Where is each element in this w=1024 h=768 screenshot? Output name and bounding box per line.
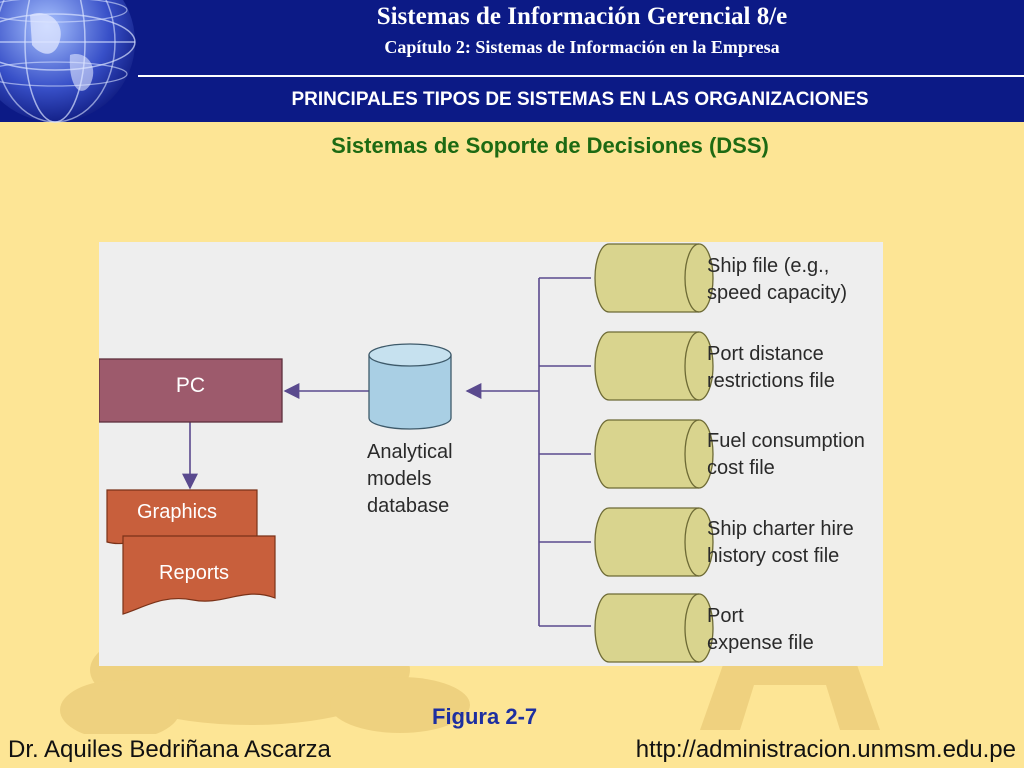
file-cylinder-3 <box>594 419 714 489</box>
database-label: Analytical models database <box>367 441 453 517</box>
footer-bar <box>0 734 1024 768</box>
ship-charter-file-label: Ship charter hire history cost file <box>707 518 854 567</box>
file-cylinder-1 <box>594 243 714 313</box>
presentation-title: Sistemas de Información Gerencial 8/e <box>376 3 788 30</box>
website-url: http://administracion.unmsm.edu.pe <box>635 736 1016 763</box>
dss-figure: PC Graphics Reports Analytical models da… <box>99 242 883 666</box>
header-divider <box>138 75 1024 77</box>
figure-caption: Figura 2-7 <box>432 704 538 729</box>
author-name: Dr. Aquiles Bedriñana Ascarza <box>8 736 331 763</box>
graphics-label: Graphics <box>137 501 218 523</box>
port-distance-file-label: Port distance restrictions file <box>707 343 835 392</box>
file-cylinder-2 <box>594 331 714 401</box>
dss-diagram <box>99 243 714 663</box>
port-expense-file-label: Port expense file <box>707 605 814 654</box>
reports-label: Reports <box>159 562 230 584</box>
header-bar: Sistemas de Información Gerencial 8/e Ca… <box>0 0 1024 123</box>
database-cylinder <box>368 343 452 430</box>
file-cylinder-4 <box>594 507 714 577</box>
section-title: PRINCIPALES TIPOS DE SISTEMAS EN LAS ORG… <box>291 89 869 110</box>
ship-file-label: Ship file (e.g., speed capacity) <box>707 255 848 304</box>
fuel-consumption-file-label: Fuel consumption cost file <box>707 430 865 479</box>
pc-box <box>99 358 283 423</box>
slide-title: Sistemas de Soporte de Decisiones (DSS) <box>331 133 769 158</box>
file-cylinder-5 <box>594 593 714 663</box>
chapter-subtitle: Capítulo 2: Sistemas de Información en l… <box>384 37 780 57</box>
globe-icon <box>0 0 136 123</box>
reports-document <box>122 535 276 615</box>
pc-label: PC <box>175 374 206 397</box>
